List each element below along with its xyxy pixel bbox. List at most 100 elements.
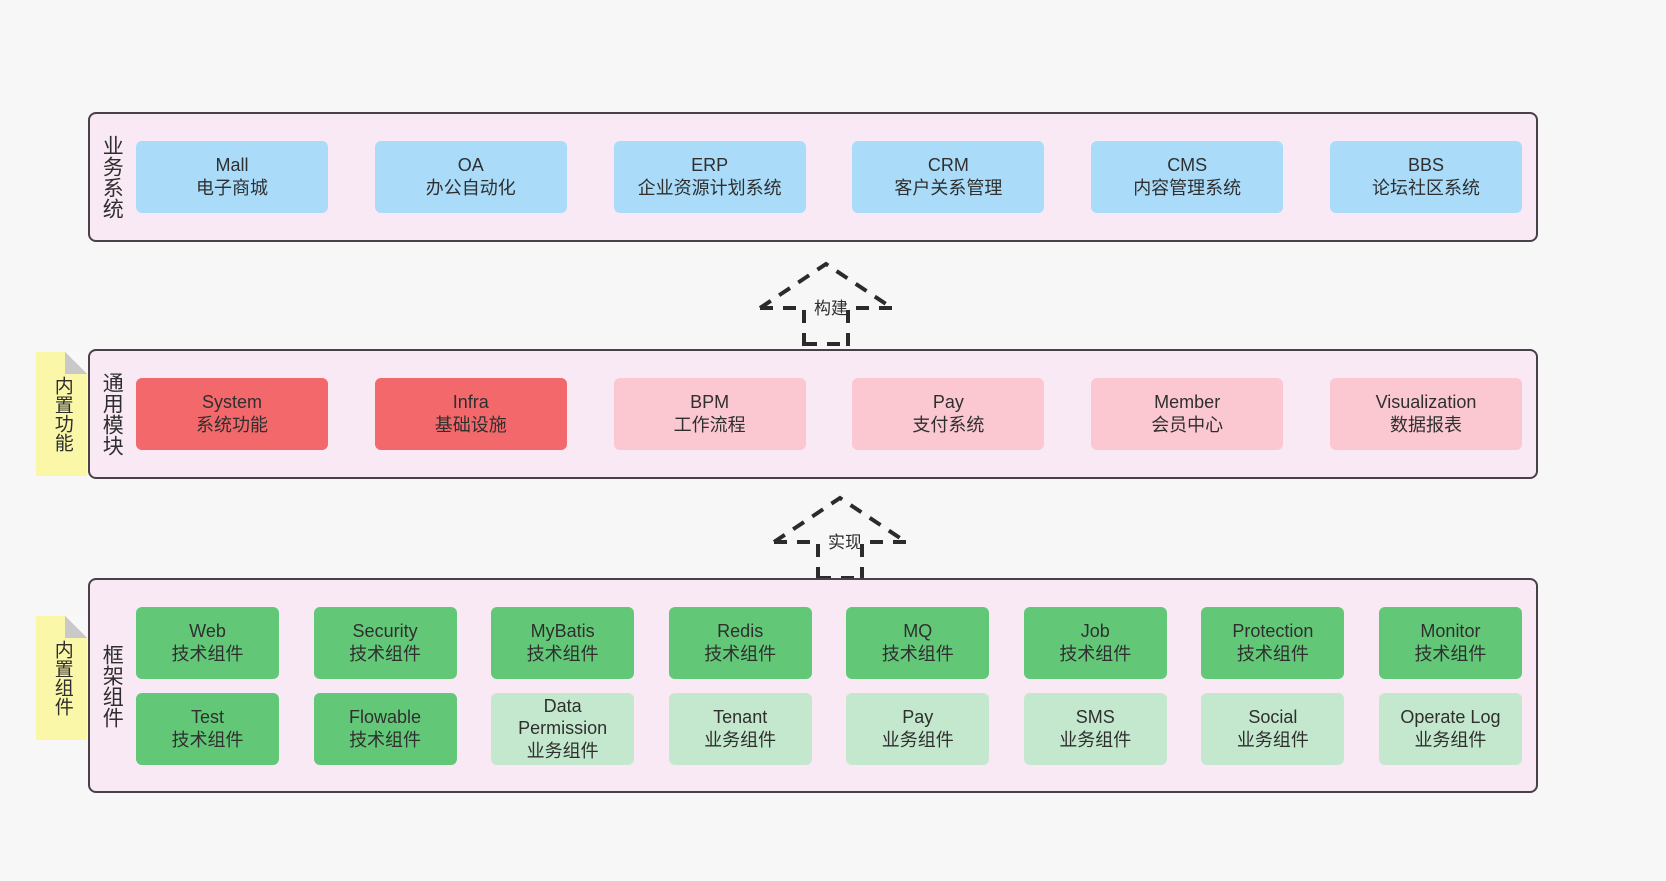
card-oa[interactable]: OA 办公自动化 bbox=[374, 141, 567, 213]
card-crm-en: CRM bbox=[927, 155, 969, 176]
card-mq-cn: 技术组件 bbox=[881, 643, 954, 664]
layer-framework-components-body: Web 技术组件 Security 技术组件 MyBatis 技术组件 Redi… bbox=[132, 580, 1536, 791]
card-bbs-en: BBS bbox=[1407, 155, 1444, 176]
card-monitor[interactable]: Monitor 技术组件 bbox=[1378, 606, 1522, 679]
card-tenant-cn: 业务组件 bbox=[704, 729, 777, 750]
card-mybatis-en: MyBatis bbox=[530, 620, 595, 641]
implement-arrowhead bbox=[772, 495, 908, 544]
card-sms-cn: 业务组件 bbox=[1059, 729, 1132, 750]
card-social-en: Social bbox=[1248, 706, 1298, 727]
card-pay-component-cn: 业务组件 bbox=[881, 729, 954, 750]
layer-business-systems-title: 业务系统 bbox=[100, 135, 124, 219]
implement-shaft-right bbox=[860, 540, 906, 580]
connector-implement: 实现 bbox=[766, 490, 926, 580]
card-erp[interactable]: ERP 企业资源计划系统 bbox=[613, 141, 806, 213]
card-data-permission[interactable]: Data Permission 业务组件 bbox=[491, 692, 635, 765]
card-security-cn: 技术组件 bbox=[349, 643, 422, 664]
card-member-en: Member bbox=[1154, 392, 1221, 413]
card-test-en: Test bbox=[190, 706, 224, 727]
card-cms[interactable]: CMS 内容管理系统 bbox=[1091, 141, 1284, 213]
common-card-row: System 系统功能 Infra 基础设施 BPM 工作流程 Pay 支付系统… bbox=[136, 378, 1522, 450]
card-mall[interactable]: Mall 电子商城 bbox=[136, 141, 328, 213]
card-redis-en: Redis bbox=[717, 620, 764, 641]
card-erp-en: ERP bbox=[691, 155, 729, 176]
sticky-note-builtin-components: 内置组件 bbox=[36, 616, 87, 740]
card-sms[interactable]: SMS 业务组件 bbox=[1023, 692, 1167, 765]
card-protection[interactable]: Protection 技术组件 bbox=[1201, 606, 1345, 679]
card-mq[interactable]: MQ 技术组件 bbox=[846, 606, 990, 679]
card-visualization[interactable]: Visualization 数据报表 bbox=[1329, 378, 1522, 450]
card-web-en: Web bbox=[189, 620, 226, 641]
card-job-cn: 技术组件 bbox=[1059, 643, 1132, 664]
business-card-row: Mall 电子商城 OA 办公自动化 ERP 企业资源计划系统 CRM 客户关系… bbox=[136, 141, 1522, 213]
card-data-permission-en: Data Permission bbox=[518, 695, 608, 739]
layer-common-modules-title: 通用模块 bbox=[100, 372, 124, 456]
card-pay-module-cn: 支付系统 bbox=[912, 415, 985, 435]
card-crm-cn: 客户关系管理 bbox=[894, 178, 1003, 198]
card-test-cn: 技术组件 bbox=[171, 729, 244, 750]
card-mall-cn: 电子商城 bbox=[196, 178, 268, 198]
card-redis-cn: 技术组件 bbox=[704, 643, 777, 664]
card-operate-log-en: Operate Log bbox=[1400, 706, 1501, 727]
card-web[interactable]: Web 技术组件 bbox=[136, 606, 279, 679]
card-web-cn: 技术组件 bbox=[171, 643, 244, 664]
card-social-cn: 业务组件 bbox=[1236, 729, 1309, 750]
card-security[interactable]: Security 技术组件 bbox=[313, 606, 457, 679]
card-system-en: System bbox=[201, 392, 262, 413]
card-pay-component[interactable]: Pay 业务组件 bbox=[846, 692, 990, 765]
card-redis[interactable]: Redis 技术组件 bbox=[668, 606, 812, 679]
card-job[interactable]: Job 技术组件 bbox=[1023, 606, 1167, 679]
card-system[interactable]: System 系统功能 bbox=[136, 378, 328, 450]
connector-build-label: 构建 bbox=[814, 299, 848, 318]
layer-common-modules-body: System 系统功能 Infra 基础设施 BPM 工作流程 Pay 支付系统… bbox=[132, 351, 1536, 477]
connector-build: 构建 bbox=[752, 256, 912, 346]
card-mall-en: Mall bbox=[215, 155, 249, 176]
card-tenant[interactable]: Tenant 业务组件 bbox=[668, 692, 812, 765]
card-bpm-cn: 工作流程 bbox=[673, 415, 746, 435]
build-shaft-right bbox=[846, 306, 892, 346]
card-monitor-en: Monitor bbox=[1420, 620, 1481, 641]
card-member[interactable]: Member 会员中心 bbox=[1091, 378, 1284, 450]
layer-framework-components-title: 框架组件 bbox=[100, 643, 124, 728]
card-crm[interactable]: CRM 客户关系管理 bbox=[852, 141, 1045, 213]
card-security-en: Security bbox=[352, 620, 418, 641]
card-protection-en: Protection bbox=[1232, 620, 1314, 641]
card-tenant-en: Tenant bbox=[713, 706, 768, 727]
layer-common-modules: 通用模块 System 系统功能 Infra 基础设施 BPM 工作流程 Pay… bbox=[88, 349, 1538, 479]
card-sms-en: SMS bbox=[1075, 706, 1115, 727]
card-mybatis[interactable]: MyBatis 技术组件 bbox=[491, 606, 635, 679]
build-shaft-left bbox=[760, 306, 806, 346]
card-infra-cn: 基础设施 bbox=[434, 415, 507, 435]
card-social[interactable]: Social 业务组件 bbox=[1201, 692, 1345, 765]
card-bpm-en: BPM bbox=[690, 392, 730, 413]
card-data-permission-cn: 业务组件 bbox=[526, 740, 599, 761]
layer-framework-components: 框架组件 Web 技术组件 Security 技术组件 MyBatis 技术组件… bbox=[88, 578, 1538, 793]
card-visualization-en: Visualization bbox=[1375, 392, 1477, 413]
card-erp-cn: 企业资源计划系统 bbox=[637, 178, 782, 198]
card-visualization-cn: 数据报表 bbox=[1389, 415, 1462, 435]
layer-business-systems-body: Mall 电子商城 OA 办公自动化 ERP 企业资源计划系统 CRM 客户关系… bbox=[132, 114, 1536, 240]
sticky-note-builtin-features: 内置功能 bbox=[36, 352, 87, 476]
card-protection-cn: 技术组件 bbox=[1236, 643, 1309, 664]
card-operate-log-cn: 业务组件 bbox=[1414, 729, 1487, 750]
card-operate-log[interactable]: Operate Log 业务组件 bbox=[1378, 692, 1522, 765]
connector-implement-label: 实现 bbox=[828, 533, 862, 552]
framework-tech-row: Web 技术组件 Security 技术组件 MyBatis 技术组件 Redi… bbox=[136, 606, 1522, 679]
card-flowable-en: Flowable bbox=[349, 706, 422, 727]
card-member-cn: 会员中心 bbox=[1151, 415, 1224, 435]
card-pay-module-en: Pay bbox=[932, 392, 964, 413]
card-pay-module[interactable]: Pay 支付系统 bbox=[852, 378, 1045, 450]
card-mq-en: MQ bbox=[903, 620, 933, 641]
implement-shaft-left bbox=[774, 540, 820, 580]
card-test[interactable]: Test 技术组件 bbox=[136, 692, 279, 765]
card-bpm[interactable]: BPM 工作流程 bbox=[613, 378, 806, 450]
card-flowable[interactable]: Flowable 技术组件 bbox=[313, 692, 457, 765]
card-oa-en: OA bbox=[457, 155, 484, 176]
card-oa-cn: 办公自动化 bbox=[425, 178, 516, 198]
card-system-cn: 系统功能 bbox=[196, 415, 268, 435]
card-pay-component-en: Pay bbox=[902, 706, 934, 727]
card-bbs[interactable]: BBS 论坛社区系统 bbox=[1329, 141, 1522, 213]
card-infra[interactable]: Infra 基础设施 bbox=[374, 378, 567, 450]
card-mybatis-cn: 技术组件 bbox=[526, 643, 599, 664]
